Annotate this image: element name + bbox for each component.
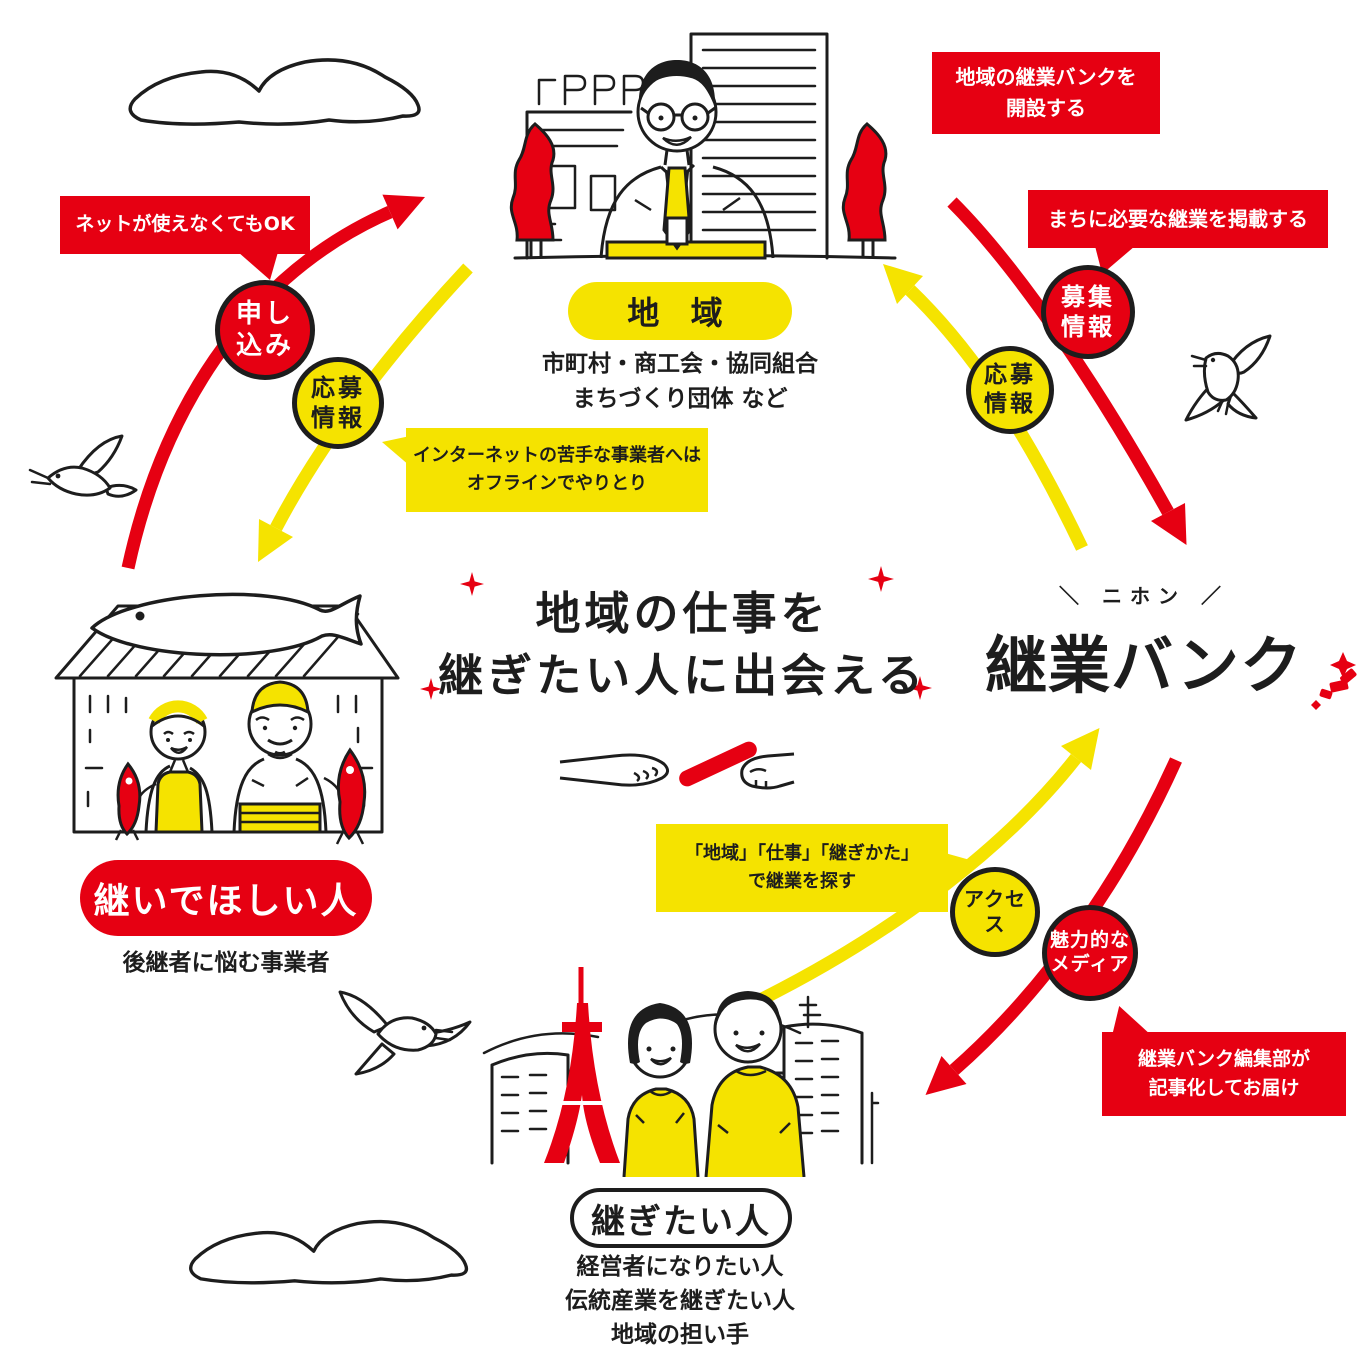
center-headline-line2: 継ぎたい人に出会える [438, 649, 927, 702]
open-bank-callout-line1: 地域の継業バンクを [955, 65, 1137, 89]
search-callout-line1: 「地域」「仕事」「継ぎかた」 [685, 843, 919, 865]
logo-name: 継業バンク [984, 629, 1304, 702]
owner-pill: 継いでほしい人 [80, 860, 372, 936]
young-man [704, 991, 806, 1177]
red-fish-icon [114, 761, 142, 841]
search-callout: 「地域」「仕事」「継ぎかた」 で継業を探す [656, 824, 948, 912]
apply-badge: 申し 込み [215, 280, 315, 380]
bird-icon [28, 434, 138, 498]
editorial-callout: 継業バンク編集部が 記事化してお届け [1102, 1032, 1346, 1116]
young-woman [622, 1003, 700, 1177]
no-net-callout-text: ネットが使えなくてもOK [75, 213, 295, 236]
editorial-callout-line2: 記事化してお届け [1148, 1077, 1300, 1099]
japan-map-icon [1311, 652, 1357, 710]
successor-desc-line2: 伝統産業を継ぎたい人 [565, 1288, 795, 1314]
shop-owner-left [114, 700, 214, 841]
media-badge: 魅力的な メディア [1042, 905, 1138, 1001]
media-badge-line1: 魅力的な [1049, 929, 1130, 952]
successor-desc: 経営者になりたい人 伝統産業を継ぎたい人 地域の担い手 [480, 1250, 880, 1350]
recruit-info-line1: 募集 [1061, 283, 1115, 311]
arrow-owner-to-region-red [121, 206, 393, 570]
offline-callout-line2: オフラインでやりとり [467, 473, 647, 494]
apply-info-left-badge: 応募 情報 [292, 357, 384, 449]
apply-info-left-line2: 情報 [311, 404, 365, 432]
owner-pill-label: 継いでほしい人 [93, 881, 359, 922]
red-fish-icon [335, 747, 367, 845]
access-badge-label: アクセス [964, 887, 1026, 936]
open-bank-callout-line2: 開設する [1006, 96, 1086, 120]
successor-pill: 継ぎたい人 [570, 1188, 792, 1248]
cloud-icon [128, 58, 421, 126]
city-couple-illustration [482, 967, 880, 1177]
no-net-callout: ネットが使えなくてもOK [60, 196, 310, 254]
apply-badge-line2: 込み [235, 331, 294, 361]
region-desc-line1: 市町村・商工会・協同組合 [542, 351, 818, 377]
apply-info-right-badge: 応募 情報 [966, 346, 1054, 434]
publish-callout: まちに必要な継業を掲載する [1028, 190, 1328, 248]
media-badge-line2: メディア [1050, 953, 1130, 975]
successor-desc-line1: 経営者になりたい人 [576, 1254, 784, 1280]
recruit-info-line2: 情報 [1061, 313, 1115, 341]
region-pill: 地 域 [568, 282, 792, 340]
apply-info-left-line1: 応募 [311, 374, 365, 402]
bird-icon [338, 990, 472, 1076]
apply-info-right-line1: 応募 [984, 362, 1036, 389]
city-officer [599, 60, 775, 260]
town-hall-illustration [509, 32, 897, 260]
successor-desc-line3: 地域の担い手 [611, 1322, 749, 1348]
fish-shop-illustration [54, 592, 400, 845]
tree-icon [841, 122, 888, 258]
baton-icon [559, 741, 795, 790]
cloud-icon [189, 1219, 469, 1285]
apply-info-right-line2: 情報 [984, 391, 1036, 417]
editorial-callout-line1: 継業バンク編集部が [1138, 1047, 1310, 1070]
bird-icon [1184, 334, 1272, 422]
open-bank-callout: 地域の継業バンクを 開設する [932, 52, 1160, 134]
search-callout-line2: で継業を探す [748, 871, 856, 892]
recruit-info-badge: 募集 情報 [1041, 265, 1135, 359]
region-desc-line2: まちづくり団体 など [572, 386, 788, 412]
owner-desc: 後継者に悩む事業者 [60, 946, 392, 981]
apply-badge-line1: 申し [235, 298, 294, 329]
center-headline-line1: 地域の仕事を [535, 587, 830, 640]
region-desc: 市町村・商工会・協同組合 まちづくり団体 など [480, 347, 880, 417]
tokyo-tower-icon [544, 967, 620, 1163]
fish-sign-icon [90, 592, 363, 657]
successor-pill-label: 継ぎたい人 [591, 1201, 771, 1242]
region-pill-label: 地 域 [627, 294, 733, 332]
owner-desc-line: 後継者に悩む事業者 [122, 950, 330, 976]
keigyo-bank-logo: ＼ ニホン ／ 継業バンク [958, 580, 1330, 705]
logo-kana: ＼ ニホン ／ [1059, 584, 1229, 608]
publish-callout-text: まちに必要な継業を掲載する [1048, 206, 1308, 231]
center-headline: 地域の仕事を 継ぎたい人に出会える [400, 583, 965, 707]
access-badge: アクセス [950, 867, 1040, 957]
offline-callout: インターネットの苦手な事業者へは オフラインでやりとり [406, 428, 708, 512]
tree-icon [509, 122, 556, 258]
shop-owner-right [232, 680, 367, 845]
offline-callout-line1: インターネットの苦手な事業者へは [413, 445, 701, 467]
